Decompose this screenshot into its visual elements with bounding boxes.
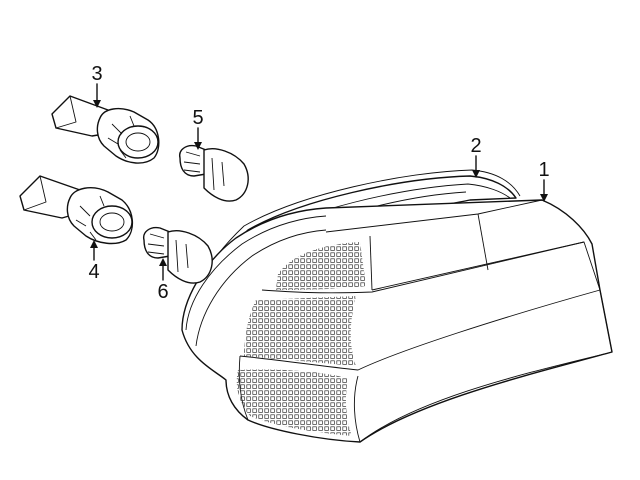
tail-lamp-part-1 bbox=[181, 199, 613, 443]
leader-2 bbox=[472, 155, 480, 178]
bulb-part-6 bbox=[143, 226, 213, 284]
callout-label-3: 3 bbox=[91, 63, 102, 85]
leader-5 bbox=[194, 127, 202, 150]
bulb-socket-part-4 bbox=[19, 175, 133, 245]
callout-label-2: 2 bbox=[470, 135, 481, 157]
bulb-part-5 bbox=[179, 144, 249, 202]
leader-3 bbox=[93, 83, 101, 108]
bulb-socket-part-3 bbox=[51, 95, 160, 164]
leader-1 bbox=[540, 179, 548, 202]
callout-label-5: 5 bbox=[192, 107, 203, 129]
leader-4 bbox=[90, 240, 98, 261]
leader-6 bbox=[159, 258, 167, 281]
callout-label-1: 1 bbox=[538, 159, 549, 181]
callout-label-6: 6 bbox=[157, 281, 168, 303]
callout-label-4: 4 bbox=[88, 261, 99, 283]
